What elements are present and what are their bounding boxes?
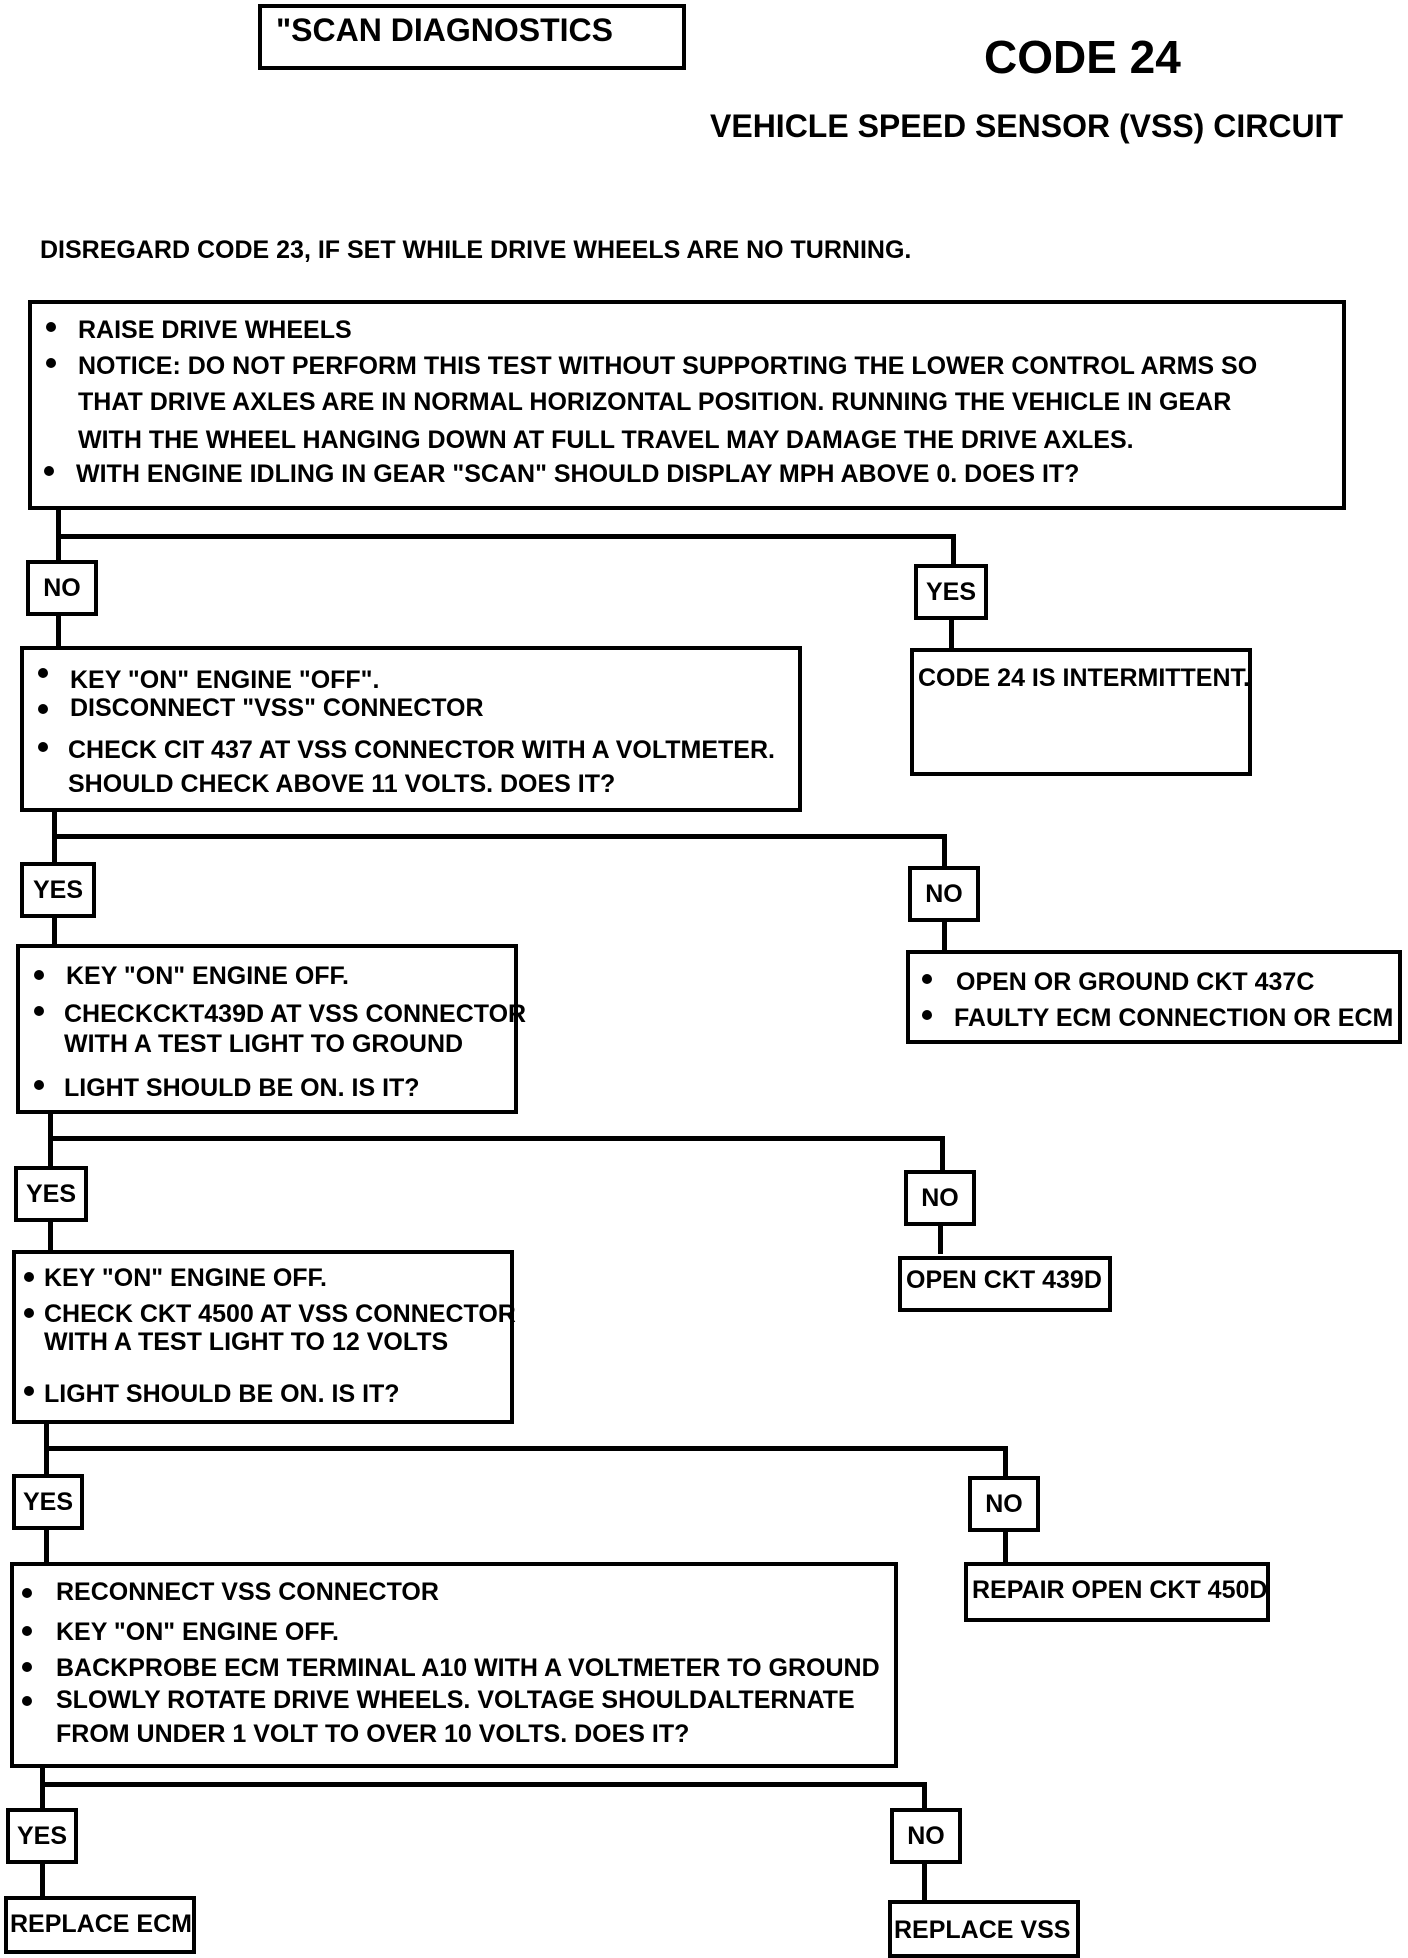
bullet — [34, 1006, 44, 1016]
repair-450d-box — [964, 1562, 1270, 1622]
step5-yes-label: YES — [6, 1808, 78, 1864]
step4-no-label: NO — [968, 1476, 1040, 1532]
open-437-text-2: FAULTY ECM CONNECTION OR ECM — [954, 1004, 1394, 1032]
connector — [951, 534, 956, 566]
connector — [56, 616, 61, 646]
open-439d-box — [898, 1256, 1112, 1312]
connector — [1003, 1532, 1008, 1562]
step5-text-4b: FROM UNDER 1 VOLT TO OVER 10 VOLTS. DOES… — [56, 1720, 690, 1748]
bullet — [44, 466, 54, 476]
bullet — [46, 322, 56, 332]
step3-no-label: NO — [904, 1170, 976, 1226]
bullet — [922, 1010, 932, 1020]
bullet — [38, 742, 48, 752]
step4-box — [12, 1250, 514, 1424]
connector — [40, 1864, 45, 1900]
connector — [56, 534, 956, 539]
connector — [922, 1782, 927, 1810]
intermittent-text: CODE 24 IS INTERMITTENT. — [918, 664, 1250, 692]
intermittent-box — [910, 648, 1252, 776]
connector — [922, 1864, 927, 1904]
step3-box — [16, 944, 518, 1114]
step1-yes-label: YES — [914, 564, 988, 620]
step1-text-2c: WITH THE WHEEL HANGING DOWN AT FULL TRAV… — [78, 426, 1134, 454]
step4-text-1: KEY "ON" ENGINE OFF. — [44, 1264, 328, 1292]
connector — [52, 918, 57, 946]
step5-text-1: RECONNECT VSS CONNECTOR — [56, 1578, 439, 1606]
code-title: CODE 24 — [984, 31, 1181, 83]
step5-text-4a: SLOWLY ROTATE DRIVE WHEELS. VOLTAGE SHOU… — [56, 1686, 855, 1714]
step5-text-3: BACKPROBE ECM TERMINAL A10 WITH A VOLTME… — [56, 1654, 880, 1682]
bullet — [24, 1386, 34, 1396]
connector — [940, 1136, 945, 1170]
connector — [949, 620, 954, 648]
scan-diagnostics-tag — [258, 4, 686, 70]
step3-yes-label: YES — [14, 1166, 88, 1222]
connector — [48, 1222, 53, 1250]
open-437-box — [906, 950, 1402, 1044]
open-439d-text: OPEN CKT 439D — [906, 1266, 1102, 1294]
bullet — [38, 704, 48, 714]
scan-diagnostics-label: "SCAN DIAGNOSTICS — [276, 12, 613, 48]
connector — [44, 1446, 1008, 1451]
bullet — [22, 1662, 32, 1672]
step1-text-3: WITH ENGINE IDLING IN GEAR "SCAN" SHOULD… — [76, 460, 1080, 488]
step3-text-2b: WITH A TEST LIGHT TO GROUND — [64, 1030, 464, 1058]
step4-yes-label: YES — [12, 1474, 84, 1530]
step5-box — [10, 1562, 898, 1768]
connector — [938, 1226, 943, 1254]
step3-text-1: KEY "ON" ENGINE OFF. — [66, 962, 350, 990]
step2-yes-label: YES — [20, 862, 96, 918]
step2-text-1: KEY "ON" ENGINE "OFF". — [70, 666, 380, 694]
connector — [40, 1782, 927, 1787]
bullet — [22, 1588, 32, 1598]
step4-text-2b: WITH A TEST LIGHT TO 12 VOLTS — [44, 1328, 449, 1356]
step1-box — [28, 300, 1346, 510]
bullet — [922, 974, 932, 984]
step4-text-3: LIGHT SHOULD BE ON. IS IT? — [44, 1380, 400, 1408]
step5-text-2: KEY "ON" ENGINE OFF. — [56, 1618, 340, 1646]
step1-text-2a: NOTICE: DO NOT PERFORM THIS TEST WITHOUT… — [78, 352, 1258, 380]
bullet — [34, 970, 44, 980]
connector — [44, 1530, 49, 1564]
step3-text-2a: CHECKCKT439D AT VSS CONNECTOR — [64, 1000, 527, 1028]
step1-text-1: RAISE DRIVE WHEELS — [78, 316, 352, 344]
connector — [942, 834, 947, 866]
bullet — [38, 668, 48, 678]
connector — [40, 1768, 45, 1810]
open-437-text-1: OPEN OR GROUND CKT 437C — [956, 968, 1315, 996]
step2-text-3b: SHOULD CHECK ABOVE 11 VOLTS. DOES IT? — [68, 770, 616, 798]
step2-text-3a: CHECK CIT 437 AT VSS CONNECTOR WITH A VO… — [68, 736, 775, 764]
bullet — [22, 1696, 32, 1706]
connector — [48, 1136, 945, 1141]
bullet — [34, 1080, 44, 1090]
step4-text-2a: CHECK CKT 4500 AT VSS CONNECTOR — [44, 1300, 516, 1328]
step2-no-label: NO — [908, 866, 980, 922]
replace-ecm-text: REPLACE ECM — [10, 1910, 192, 1938]
bullet — [24, 1272, 34, 1282]
step3-text-3: LIGHT SHOULD BE ON. IS IT? — [64, 1074, 420, 1102]
disregard-note: DISREGARD CODE 23, IF SET WHILE DRIVE WH… — [40, 236, 912, 264]
bullet — [24, 1308, 34, 1318]
step2-text-2: DISCONNECT "VSS" CONNECTOR — [70, 694, 484, 722]
step5-no-label: NO — [890, 1808, 962, 1864]
replace-vss-text: REPLACE VSS — [894, 1916, 1071, 1944]
bullet — [22, 1626, 32, 1636]
circuit-title: VEHICLE SPEED SENSOR (VSS) CIRCUIT — [710, 108, 1343, 144]
repair-450d-text: REPAIR OPEN CKT 450D — [972, 1576, 1268, 1604]
connector — [1003, 1446, 1008, 1476]
step2-box — [20, 646, 802, 812]
step1-no-label: NO — [26, 560, 98, 616]
connector — [52, 834, 947, 839]
bullet — [46, 358, 56, 368]
connector — [942, 922, 947, 950]
step1-text-2b: THAT DRIVE AXLES ARE IN NORMAL HORIZONTA… — [78, 388, 1232, 416]
